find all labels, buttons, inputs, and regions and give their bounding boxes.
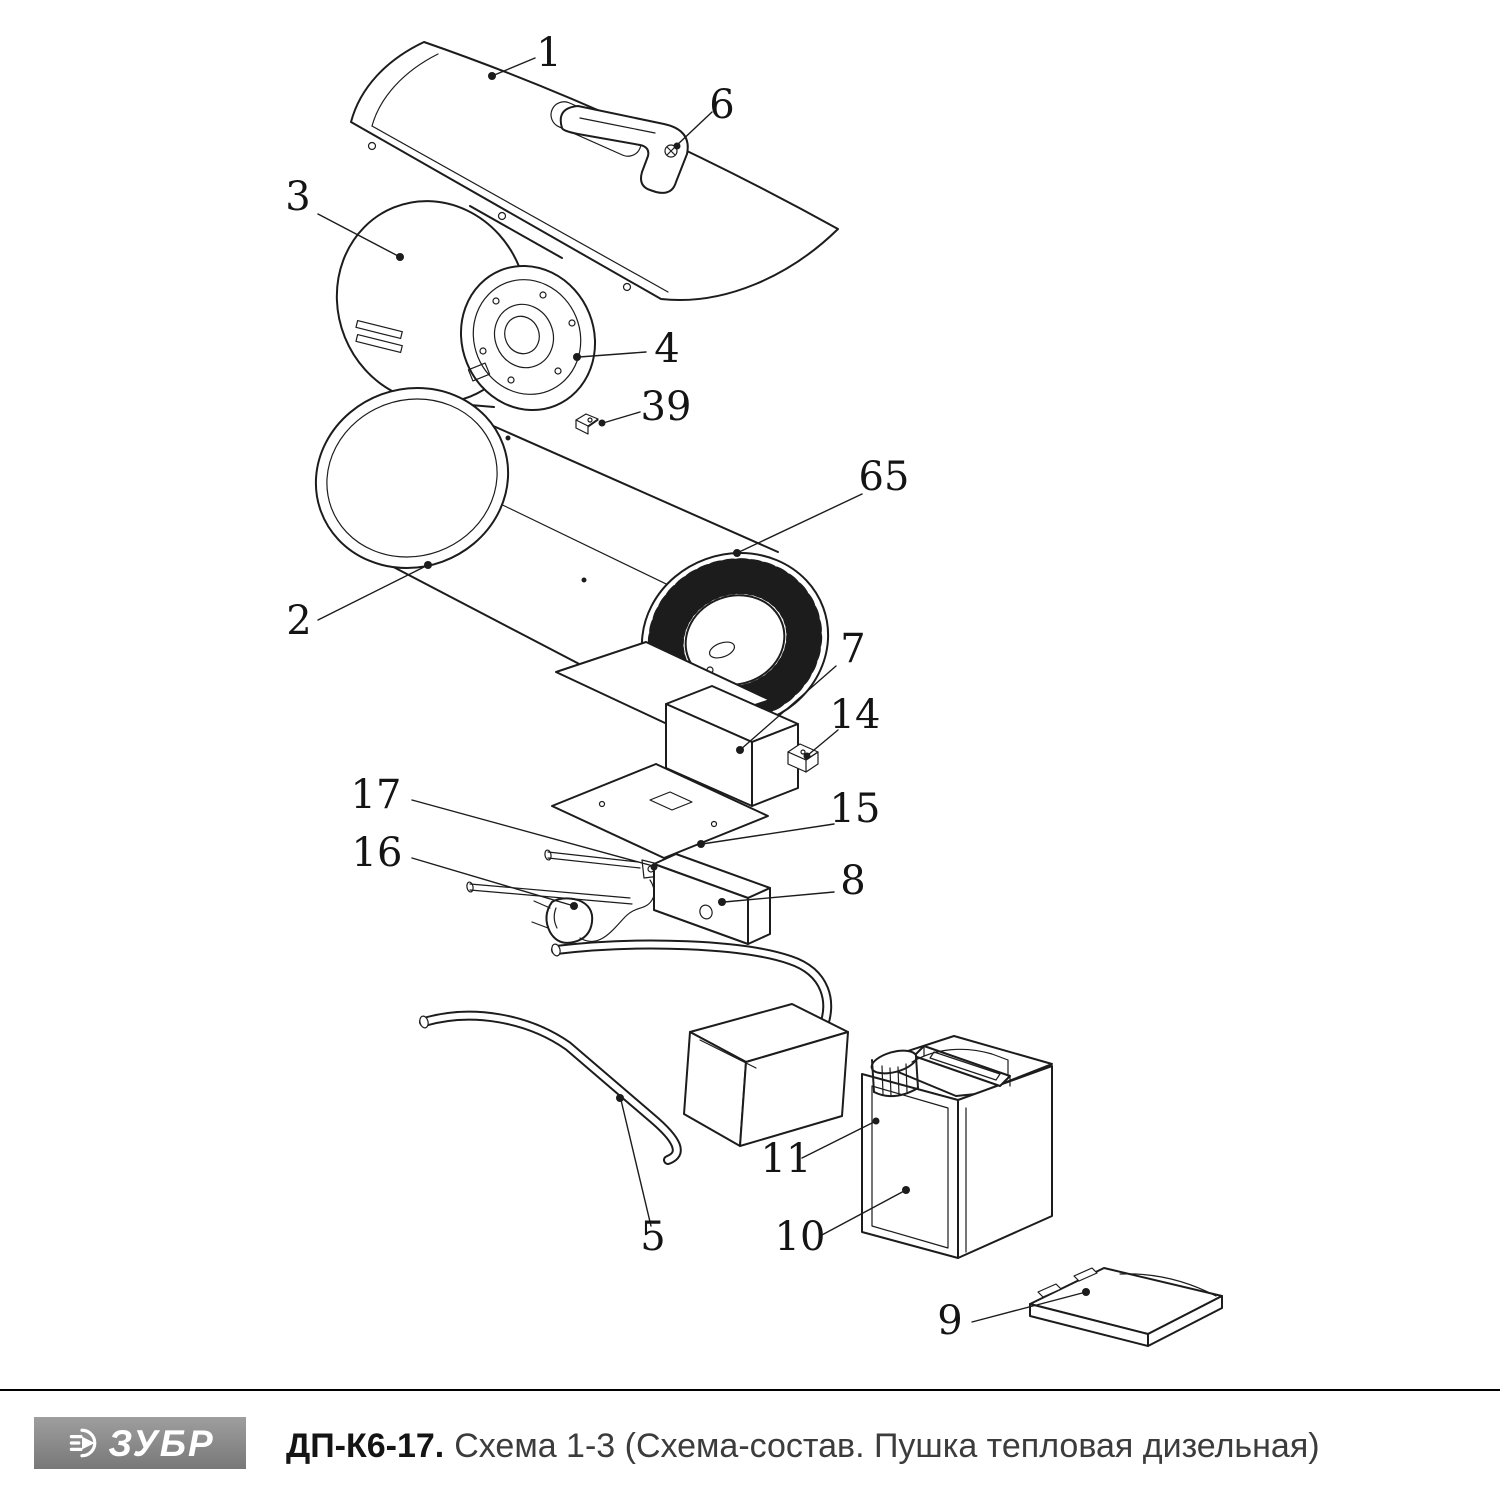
callout-label-5: 5 xyxy=(640,1214,665,1260)
callout-15: 15 xyxy=(697,786,880,848)
callout-label-9: 9 xyxy=(937,1298,962,1344)
callout-label-16: 16 xyxy=(352,830,403,876)
model-code: ДП-К6-17. xyxy=(286,1427,445,1465)
part-clip-39 xyxy=(576,414,598,434)
part-handle xyxy=(561,106,688,193)
callouts: 1 6 3 4 39 65 2 7 xyxy=(285,30,1090,1344)
part-drip-tray xyxy=(1030,1268,1222,1346)
callout-65: 65 xyxy=(733,454,909,557)
callout-1: 1 xyxy=(488,30,562,80)
callout-14: 14 xyxy=(803,692,881,760)
callout-label-39: 39 xyxy=(641,384,692,430)
part-bracket-8 xyxy=(654,854,770,944)
diagram-caption: ДП-К6-17.Схема 1-3 (Схема-состав. Пушка … xyxy=(286,1426,1320,1466)
part-top-cover xyxy=(351,42,838,300)
callout-16: 16 xyxy=(352,830,578,910)
callout-17: 17 xyxy=(351,772,658,871)
callout-label-7: 7 xyxy=(840,626,865,672)
callout-8: 8 xyxy=(718,858,866,906)
part-fuel-tank xyxy=(862,1036,1052,1258)
part-frame-tubes xyxy=(419,943,828,1160)
callout-5: 5 xyxy=(616,1094,666,1260)
callout-4: 4 xyxy=(573,326,680,372)
callout-label-4: 4 xyxy=(654,326,679,372)
callout-10: 10 xyxy=(775,1186,910,1260)
zubr-arrow-icon xyxy=(70,1428,97,1458)
callout-label-6: 6 xyxy=(709,82,734,128)
part-fuel-pump xyxy=(869,1046,1008,1096)
callout-label-11: 11 xyxy=(761,1136,812,1182)
part-power-cord xyxy=(466,880,654,943)
callout-label-8: 8 xyxy=(840,858,865,904)
caption-text: Схема 1-3 (Схема-состав. Пушка тепловая … xyxy=(454,1427,1320,1465)
callout-label-3: 3 xyxy=(285,174,310,220)
callout-2: 2 xyxy=(286,561,432,644)
footer-divider xyxy=(0,1389,1500,1391)
callout-11: 11 xyxy=(761,1117,880,1182)
callout-6: 6 xyxy=(673,82,735,150)
callout-3: 3 xyxy=(285,174,404,261)
exploded-diagram: 1 6 3 4 39 65 2 7 xyxy=(285,30,1500,1390)
callout-label-17: 17 xyxy=(351,772,402,818)
callout-label-10: 10 xyxy=(775,1214,826,1260)
callout-label-1: 1 xyxy=(536,30,561,76)
callout-39: 39 xyxy=(598,384,692,430)
brand-name: ЗУБР xyxy=(108,1422,215,1464)
callout-9: 9 xyxy=(937,1288,1090,1344)
callout-label-65: 65 xyxy=(859,454,910,500)
callout-label-14: 14 xyxy=(830,692,881,738)
part-mounting-plate xyxy=(552,764,768,858)
brand-logo: ЗУБР xyxy=(34,1417,246,1469)
part-motor-plate xyxy=(439,246,616,431)
callout-7: 7 xyxy=(736,626,866,754)
callout-label-2: 2 xyxy=(286,598,311,644)
callout-label-15: 15 xyxy=(830,786,881,832)
part-stand-sheet xyxy=(684,1004,848,1146)
